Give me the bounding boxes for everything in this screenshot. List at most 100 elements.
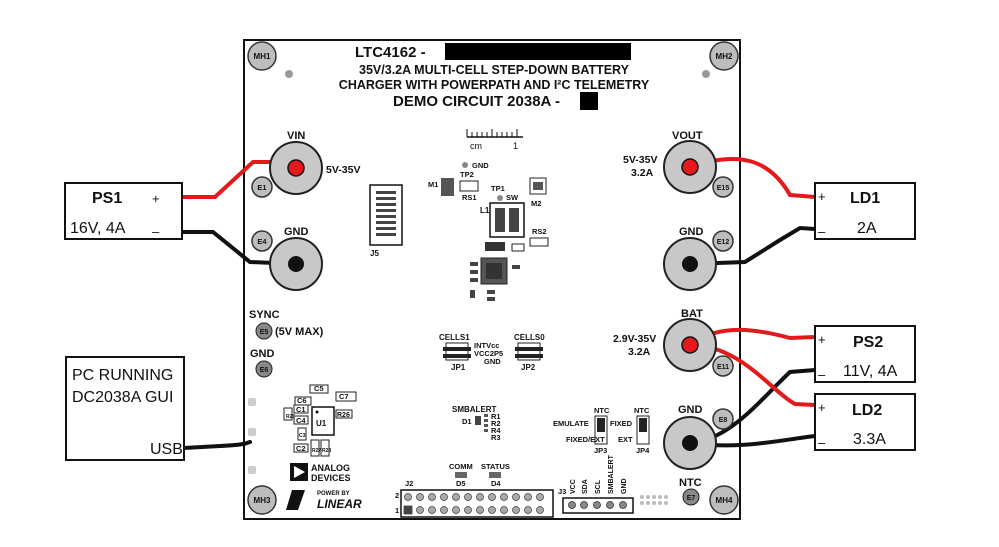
- mounting-hole-mh2: [709, 41, 739, 71]
- tp1-sw-label: SW: [506, 193, 519, 202]
- e5-pad: [255, 322, 273, 340]
- r4-label: R4: [491, 426, 501, 435]
- ntc-label: NTC: [679, 477, 702, 489]
- l1-label: L1: [480, 206, 490, 215]
- e15-pad: [712, 176, 734, 198]
- c4-label: C4: [296, 416, 306, 425]
- ic-passive: [470, 278, 478, 282]
- jp4-label: JP4: [636, 446, 650, 455]
- edge-pad: [248, 466, 256, 474]
- m2-label: M2: [531, 199, 541, 208]
- fixed-label: FIXED: [610, 419, 633, 428]
- c7-label: C7: [339, 392, 349, 401]
- c3-capacitor: [297, 427, 307, 441]
- main-ic-die: [486, 263, 502, 279]
- r1-label: R1: [491, 412, 501, 421]
- fixed-ext-label: FIXED/EXT: [566, 435, 605, 444]
- d5-label: D5: [456, 479, 466, 488]
- l1-pad-left: [495, 208, 505, 232]
- r25-resistor: [283, 407, 293, 421]
- ic-passive: [487, 297, 495, 301]
- gnd-small-label: GND: [250, 348, 275, 360]
- jp1-shunt: [443, 354, 471, 358]
- jp1-label: JP1: [451, 363, 466, 372]
- e12-pad: [712, 230, 734, 252]
- mounting-hole-mh4: [709, 485, 739, 515]
- linear-logo-line1: POWER BY: [317, 491, 350, 497]
- tp2-label: TP2: [460, 170, 474, 179]
- jp1-shunt: [443, 347, 471, 351]
- e7-pad: [682, 488, 700, 506]
- tp1-label: TP1: [491, 184, 505, 193]
- j5-pins: [376, 191, 396, 236]
- j3-pin-vcc: VCC: [570, 479, 577, 494]
- vout-label: VOUT: [672, 130, 703, 142]
- bat-rating1: 2.9V-35V: [613, 333, 656, 345]
- gnd-right-post: [682, 256, 698, 272]
- vin-post: [287, 159, 305, 177]
- vcc2p5-label: VCC2P5: [474, 349, 503, 358]
- ld1-spec: 2A: [857, 220, 877, 237]
- analog-devices-logo: ANALOG DEVICES: [290, 463, 351, 483]
- r26-label: R26: [337, 412, 350, 419]
- r25-label: R25: [286, 414, 295, 420]
- ld2-plus: +: [818, 400, 826, 415]
- board-title-line3: CHARGER WITH POWERPATH AND I²C TELEMETRY: [339, 78, 650, 92]
- ic-passive: [470, 262, 478, 266]
- board-title-line1: LTC4162 -: [355, 44, 426, 61]
- j5-label: J5: [370, 249, 379, 258]
- cells1-label: CELLS1: [439, 333, 470, 342]
- r28-resistor: [320, 439, 330, 457]
- j3-pin-scl: SCL: [595, 479, 602, 494]
- c5-label: C5: [314, 384, 324, 393]
- ps1-plus: +: [152, 191, 160, 206]
- ps2-box: [814, 325, 916, 383]
- r3-label: R3: [491, 433, 501, 442]
- board-title-line2: 35V/3.2A MULTI-CELL STEP-DOWN BATTERY: [359, 63, 630, 77]
- ps1-minus: –: [152, 224, 160, 239]
- pc-box: [65, 356, 185, 461]
- e1-pad: [251, 176, 273, 198]
- ld1-plus: +: [818, 189, 826, 204]
- bat-label: BAT: [681, 308, 703, 320]
- d1-led: [475, 416, 481, 425]
- wire-usb: [182, 440, 252, 450]
- rs1-label: RS1: [462, 193, 477, 202]
- e6-pad: [255, 360, 273, 378]
- ruler-value: 1: [513, 141, 518, 151]
- c4-capacitor: [293, 415, 309, 425]
- pc-line1: PC RUNNING: [72, 367, 173, 384]
- e7-label: E7: [687, 495, 696, 502]
- mh1-label: MH1: [254, 52, 271, 61]
- analog-logo-line1: ANALOG: [311, 463, 350, 473]
- ic-passive: [487, 290, 495, 294]
- j2-label: J2: [405, 479, 413, 488]
- r1-r4-array: [484, 414, 488, 432]
- linear-logo: POWER BY LINEAR: [286, 490, 362, 511]
- d5-led: [455, 472, 467, 478]
- jp2-shunt: [515, 347, 543, 351]
- e5-label: E5: [260, 329, 269, 336]
- ps2-name: PS2: [853, 334, 883, 351]
- e12-label: E12: [717, 239, 730, 246]
- e8-pad: [712, 408, 734, 430]
- ic-passive: [470, 290, 475, 298]
- gnd-left-label: GND: [284, 226, 309, 238]
- ps1-name: PS1: [92, 190, 122, 207]
- c2-capacitor: [293, 443, 309, 453]
- analog-logo-line2: DEVICES: [311, 473, 351, 483]
- j3-pin-gnd: GND: [621, 478, 628, 494]
- ic-passive: [512, 265, 520, 269]
- c1-label: C1: [296, 405, 306, 414]
- tp2-pad: [462, 162, 468, 168]
- r28-label: R28: [322, 448, 331, 454]
- status-label: STATUS: [481, 462, 510, 471]
- e4-label: E4: [257, 237, 267, 246]
- j2-pin1-label: 1: [395, 506, 399, 515]
- smbalert-label: SMBALERT: [452, 405, 497, 414]
- mounting-hole-mh3: [247, 485, 277, 515]
- gnd-bat-post: [682, 435, 698, 451]
- redacted-bar: [445, 43, 631, 60]
- linear-logo-line2: LINEAR: [317, 497, 362, 511]
- small-capacitor: [511, 243, 525, 252]
